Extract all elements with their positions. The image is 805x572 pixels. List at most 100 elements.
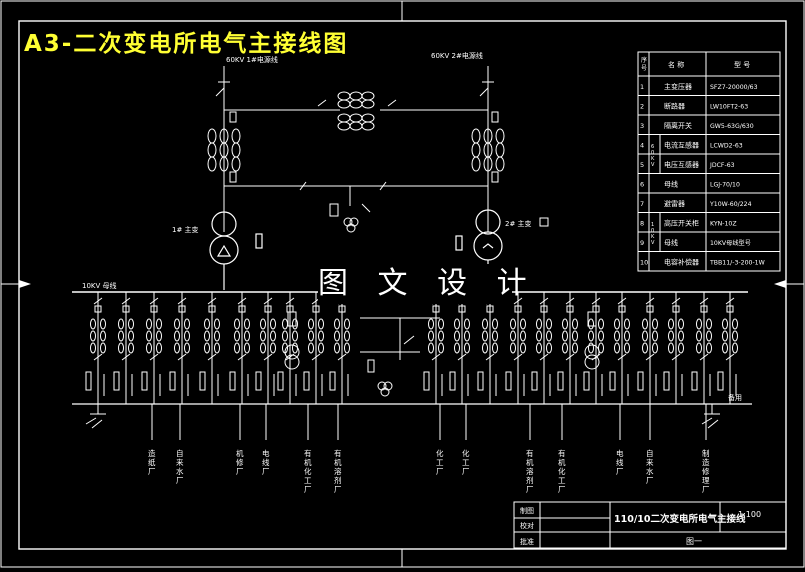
feeder-bay — [637, 292, 658, 404]
table-cell-name: 避雷器 — [664, 199, 685, 208]
title-block-approve-label: 批准 — [520, 537, 534, 546]
bus-left-label: 10KV 母线 — [82, 281, 117, 290]
orientation-arrow-left — [19, 280, 31, 288]
feeder-bay — [85, 292, 106, 404]
voltage-transformer-bay — [284, 311, 300, 370]
table-cell-name: 高压开关柜 — [664, 219, 699, 228]
table-header-index: 序号 — [641, 56, 647, 72]
feeder-label: 有机溶剂厂 — [334, 448, 342, 494]
table-cell-model: SFZ7-20000/63 — [710, 84, 758, 91]
table-border — [637, 51, 781, 272]
spare-label: 备用 — [728, 393, 742, 402]
title-block-sheet: 图一 — [686, 537, 702, 546]
table-cell-model: LW10FT2-63 — [710, 104, 748, 111]
feeder-label: 有机化工厂 — [558, 448, 566, 494]
feeder-bay — [141, 292, 162, 404]
feeder-bay — [609, 292, 630, 404]
feeder-bay — [255, 292, 276, 404]
table-cell-model: JDCF-63 — [709, 162, 735, 169]
feeder-label: 电线厂 — [262, 448, 270, 476]
incoming-line-2-label: 60KV 2#电源线 — [431, 51, 483, 60]
feeder-bay — [113, 292, 134, 404]
feeder-bay — [423, 292, 444, 404]
title-block-check-label: 校对 — [520, 521, 534, 530]
transformer-2-marker — [539, 217, 549, 227]
table-cell-model: KYN-10Z — [710, 221, 737, 228]
transformer-1 — [209, 211, 263, 290]
feeder-bay — [717, 292, 738, 404]
table-cell-name: 断路器 — [664, 102, 685, 111]
table-cell-name: 电流互感器 — [664, 141, 699, 150]
table-cell-index: 6 — [640, 181, 644, 189]
feeder-bay — [557, 292, 578, 404]
title-block — [513, 501, 787, 549]
voltage-transformer-bay — [584, 311, 600, 370]
table-header-name: 名 称 — [668, 60, 684, 69]
feeder-bay — [477, 292, 498, 404]
right-ct-stack — [471, 111, 505, 183]
table-cell-index: 5 — [640, 161, 644, 169]
hv-bus-section — [224, 181, 488, 233]
table-cell-index: 2 — [640, 103, 644, 111]
title-block-drawn-label: 制图 — [520, 506, 534, 515]
title-block-drawing-title: 110/10二次变电所电气主接线 — [614, 513, 746, 525]
transformer-1-label: 1# 主变 — [172, 225, 199, 234]
feeder-bay — [303, 292, 324, 404]
feeder-label: 电线厂 — [616, 448, 624, 476]
table-cell-name: 主变压器 — [664, 82, 692, 91]
feeder-bays: 造纸厂自来水厂机修厂电线厂有机化工厂有机溶剂厂化工厂化工厂有机溶剂厂有机化工厂电… — [85, 292, 738, 494]
feeder-bay — [583, 292, 604, 404]
bridge-ct-group — [317, 91, 397, 131]
table-cell-model: GW5-63G/630 — [710, 123, 754, 130]
station-service-bay — [360, 318, 420, 397]
ground-right — [701, 404, 720, 429]
feeder-bay — [199, 292, 220, 404]
feeder-bay — [277, 292, 298, 404]
feeder-label: 造纸厂 — [148, 448, 156, 476]
table-cell-name: 隔离开关 — [664, 121, 692, 130]
incoming-feeder-2 — [380, 66, 494, 232]
feeder-label: 制造修理厂 — [702, 448, 710, 494]
table-cell-name: 母线 — [664, 238, 678, 247]
left-ct-stack — [207, 111, 241, 183]
incoming-feeder-1 — [215, 66, 340, 232]
feeder-bay — [169, 292, 190, 404]
feeder-bay — [229, 292, 250, 404]
feeder-bay — [663, 292, 684, 404]
incoming-line-1-label: 60KV 1#电源线 — [226, 55, 278, 64]
transformer-2-label: 2# 主变 — [505, 219, 532, 228]
feeder-label: 有机溶剂厂 — [526, 448, 534, 494]
title-block-scale: 1:100 — [738, 510, 761, 519]
feeder-bay — [531, 292, 552, 404]
table-cell-name: 电压互感器 — [664, 160, 699, 169]
table-cell-index: 8 — [640, 220, 644, 228]
table-cell-index: 4 — [640, 142, 644, 150]
feeder-label: 自来水厂 — [646, 448, 654, 485]
table-cell-model: 10KV母线型号 — [710, 239, 751, 247]
table-cell-index: 10 — [640, 259, 648, 267]
table-cell-index: 9 — [640, 239, 644, 247]
feeder-label: 机修厂 — [236, 448, 244, 476]
table-header-model: 型 号 — [734, 60, 750, 69]
feeder-label: 有机化工厂 — [304, 448, 312, 494]
table-cell-name: 电容补偿器 — [664, 258, 699, 267]
ground-left — [85, 404, 106, 429]
table-cell-model: LCWD2-63 — [710, 143, 743, 150]
feeder-label: 自来水厂 — [176, 448, 184, 485]
feeder-bay — [691, 292, 712, 404]
table-cell-model: Y10W-60/224 — [709, 201, 752, 208]
table-cell-index: 3 — [640, 122, 644, 130]
watermark-text: 图 文 设 计 — [318, 264, 527, 304]
feeder-bay — [329, 292, 350, 404]
table-cell-model: TBB11/-3-200-1W — [709, 260, 765, 267]
table-cell-model: LGJ-70/10 — [710, 182, 740, 189]
table-cell-name: 母线 — [664, 180, 678, 189]
orientation-arrow-right — [774, 280, 786, 288]
feeder-label: 化工厂 — [436, 448, 444, 476]
table-cell-index: 7 — [640, 200, 644, 208]
